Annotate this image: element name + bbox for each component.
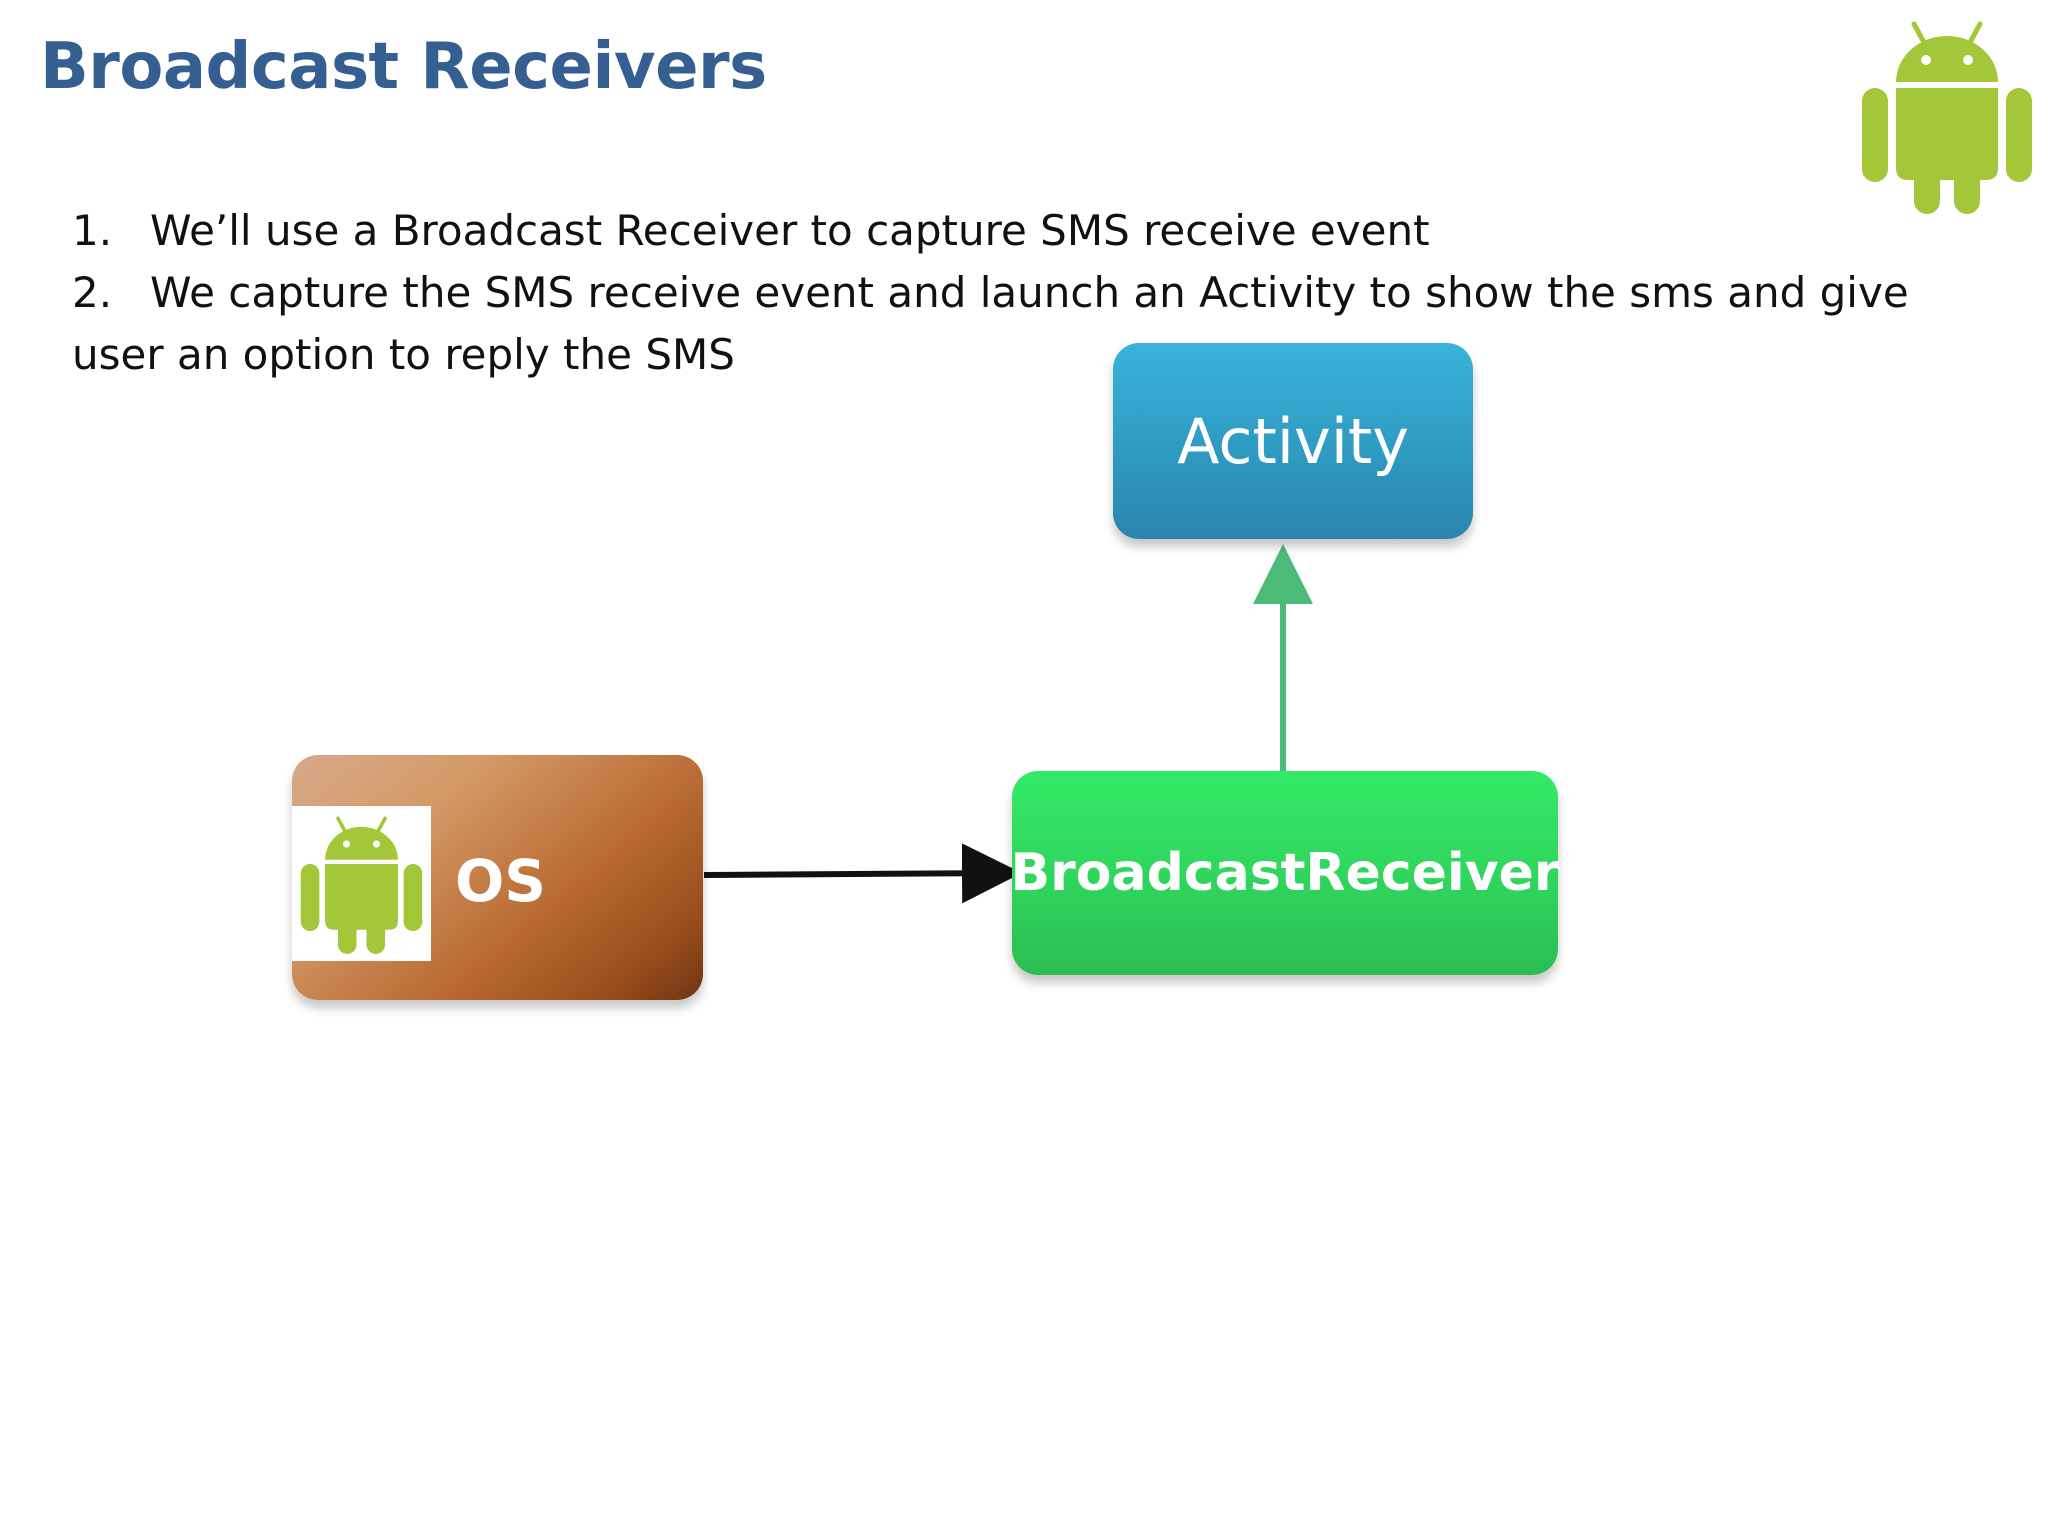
bullet-number: 2. xyxy=(72,268,113,317)
bullet-number: 1. xyxy=(72,206,113,255)
broadcast-receiver-label: BroadcastReceiver xyxy=(1010,843,1560,903)
android-robot-icon xyxy=(300,816,423,954)
os-node: OS xyxy=(292,755,703,1000)
bullet-list: 1. We’ll use a Broadcast Receiver to capt… xyxy=(72,200,2002,386)
slide-title: Broadcast Receivers xyxy=(40,30,767,104)
bullet-item: 2.We capture the SMS receive event and l… xyxy=(72,262,2002,386)
os-logo-box xyxy=(292,806,431,961)
bullet-item: 1. We’ll use a Broadcast Receiver to capt… xyxy=(72,200,2002,262)
os-label: OS xyxy=(455,847,547,915)
activity-node: Activity xyxy=(1113,343,1473,539)
bullet-text: We’ll use a Broadcast Receiver to captur… xyxy=(150,206,1430,255)
activity-label: Activity xyxy=(1177,404,1409,478)
bullet-text: We capture the SMS receive event and lau… xyxy=(72,268,1909,379)
edge-os-to-receiver xyxy=(703,843,1022,904)
android-robot-icon xyxy=(1862,21,2032,214)
broadcast-receiver-node: BroadcastReceiver xyxy=(1010,771,1560,975)
